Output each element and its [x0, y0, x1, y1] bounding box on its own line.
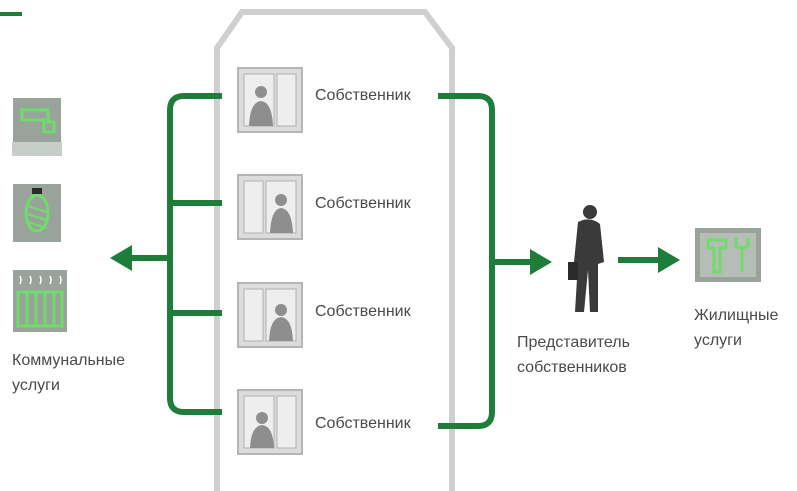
- window-2: [237, 174, 303, 240]
- utilities-label-line1: Коммунальные: [12, 352, 126, 369]
- arrow-to-representative: [530, 249, 552, 275]
- window-4: [237, 389, 303, 455]
- window-1: [237, 67, 303, 133]
- representative-label-line1: Представитель: [517, 334, 630, 351]
- faucet-icon: [11, 96, 63, 158]
- representative-label-line2: собственников: [517, 359, 627, 376]
- arrow-to-utilities: [110, 245, 132, 271]
- person-icon: [568, 205, 604, 312]
- accent-bar: [0, 12, 22, 16]
- owner-label-4: Собственник: [315, 415, 411, 432]
- housing-label-line2: услуги: [694, 332, 742, 349]
- radiator-icon: [11, 268, 69, 334]
- building-outline: [214, 9, 455, 491]
- window-3: [237, 282, 303, 348]
- owner-label-3: Собственник: [315, 303, 411, 320]
- light-bulb-icon: [11, 182, 63, 244]
- right-bracket: [438, 93, 534, 429]
- housing-label-line1: Жилищные: [694, 307, 779, 324]
- owner-label-2: Собственник: [315, 195, 411, 212]
- arrow-to-housing: [658, 247, 680, 273]
- utilities-label-line2: услуги: [12, 377, 60, 394]
- owner-label-1: Собственник: [315, 87, 411, 104]
- left-bracket: [128, 93, 222, 415]
- tools-icon: [693, 226, 763, 284]
